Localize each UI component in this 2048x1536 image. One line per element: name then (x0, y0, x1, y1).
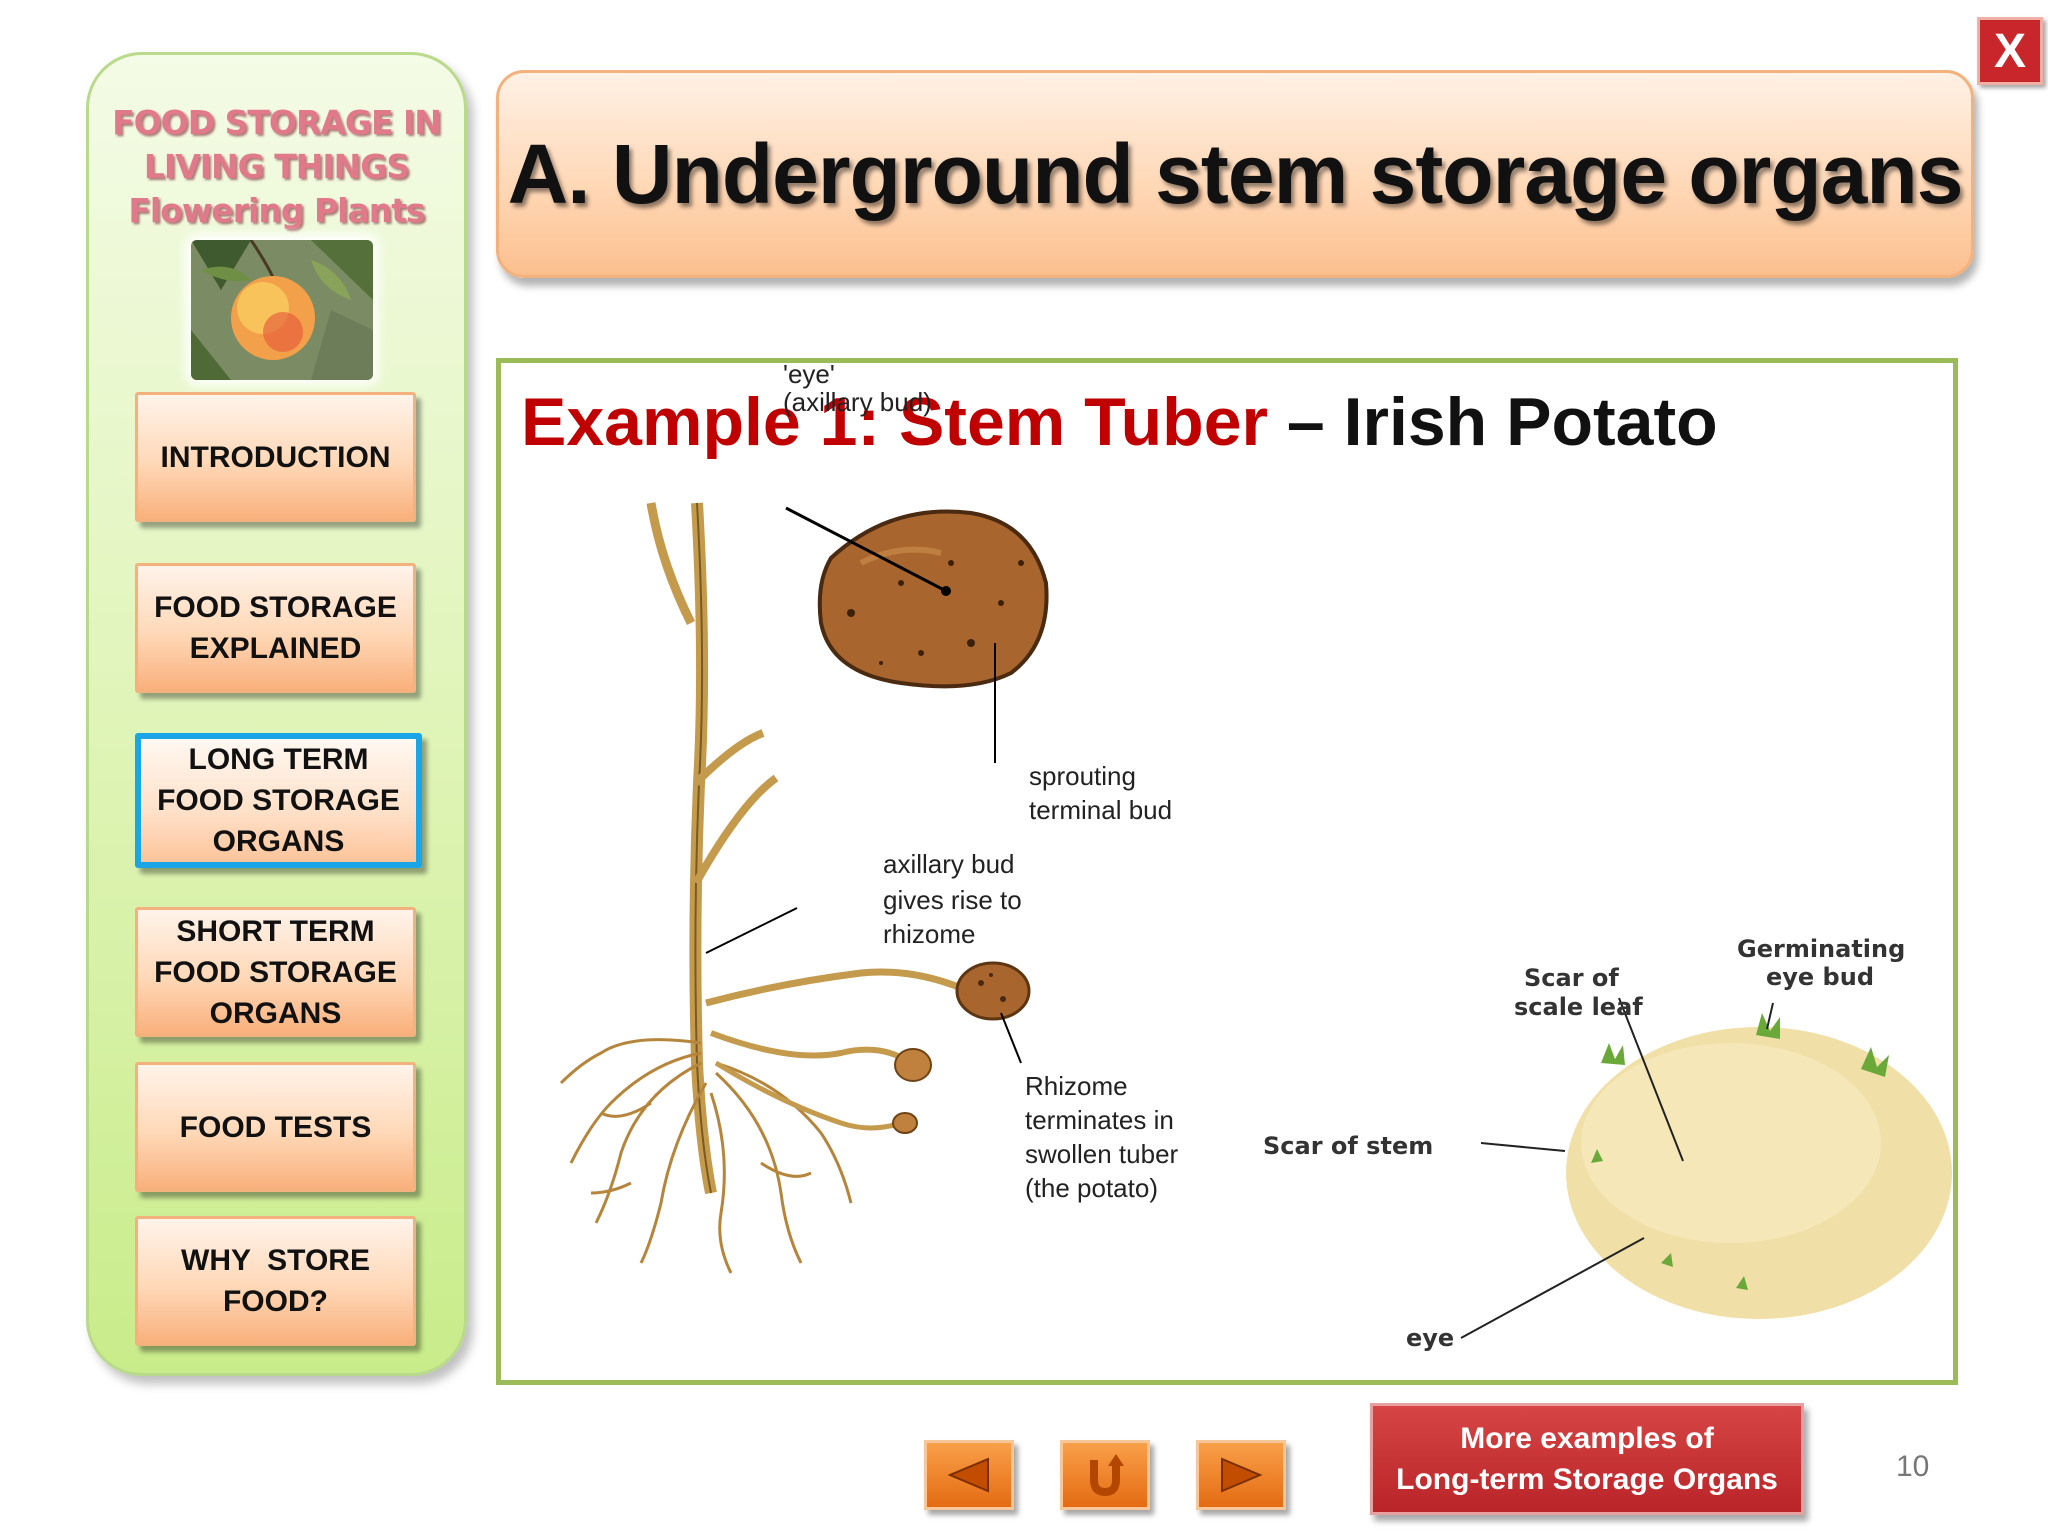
label-germinating: Germinating (1737, 935, 1905, 963)
nav-food-tests-button[interactable]: FOOD TESTS (135, 1062, 416, 1192)
label-terminal-bud: terminal bud (1029, 795, 1172, 825)
svg-text:(axillary bud): (axillary bud) (783, 387, 932, 417)
nav-food-storage-explained-button[interactable]: FOOD STORAGE EXPLAINED (135, 563, 416, 693)
nav-label: SHORT TERM (176, 914, 375, 948)
u-turn-icon (1090, 1454, 1124, 1497)
label-axillary-bud-rhizome: axillary bud (883, 849, 1015, 879)
label-axillary-bud: (axillary bud) (783, 387, 932, 417)
label-eye: 'eye' (783, 363, 835, 389)
nav-label: WHY STORE (181, 1244, 370, 1277)
label-swollen-tuber: swollen tuber (1025, 1139, 1179, 1169)
example-heading-black: – Irish Potato (1267, 384, 1718, 460)
label-sprouting: sprouting (1029, 761, 1136, 791)
page-number: 10 (1896, 1450, 1930, 1483)
nav-why-store-food-button[interactable]: WHY STORE FOOD? (135, 1216, 416, 1346)
svg-text:(the potato): (the potato) (1025, 1173, 1158, 1203)
triangle-right-icon (1221, 1457, 1263, 1493)
nav-label: EXPLAINED (189, 632, 362, 665)
potato-diagrams: 'eye' (axillary bud) sprouting terminal … (559, 363, 1952, 1352)
potato-plant-diagram: 'eye' (axillary bud) sprouting terminal … (559, 363, 1179, 1274)
page-title: A. Underground stem storage organs (507, 126, 1964, 221)
nav-label: ORGANS (209, 996, 342, 1030)
label-rhizome-terminates: Rhizome (1025, 1071, 1128, 1101)
nav-long-term-organs-button[interactable]: LONG TERM FOOD STORAGE ORGANS (135, 733, 422, 868)
svg-text:scale leaf: scale leaf (1514, 993, 1643, 1021)
svg-text:Scar of stem: Scar of stem (1263, 1132, 1433, 1160)
label-scar-of: Scar of (1524, 964, 1619, 992)
more-examples-line: Long-term Storage Organs (1396, 1463, 1778, 1496)
nav-short-term-organs-button[interactable]: SHORT TERM FOOD STORAGE ORGANS (135, 907, 416, 1037)
prev-button[interactable] (924, 1440, 1014, 1510)
svg-text:swollen tuber: swollen tuber (1025, 1139, 1179, 1169)
example-heading: Example 1: Stem Tuber – Irish Potato (521, 383, 1718, 461)
svg-text:axillary bud: axillary bud (883, 849, 1015, 879)
triangle-left-icon (947, 1457, 989, 1493)
page-title-box: A. Underground stem storage organs (496, 70, 1974, 278)
more-examples-button[interactable]: More examples of Long-term Storage Organ… (1370, 1403, 1804, 1515)
svg-text:Rhizome: Rhizome (1025, 1071, 1128, 1101)
germinating-potato-diagram: Scar of scale leaf Germinating eye bud S… (1263, 935, 1952, 1352)
nav-label: FOOD STORAGE (154, 591, 397, 624)
home-button[interactable] (1060, 1440, 1150, 1510)
nav-label: FOOD STORAGE (154, 955, 397, 989)
sidebar-title: FOOD STORAGE IN LIVING THINGS Flowering … (89, 101, 464, 233)
next-button[interactable] (1196, 1440, 1286, 1510)
svg-text:Scar of: Scar of (1524, 964, 1619, 992)
content-panel: Example 1: Stem Tuber – Irish Potato (496, 358, 1958, 1385)
svg-text:Germinating: Germinating (1737, 935, 1905, 963)
svg-text:terminates in: terminates in (1025, 1105, 1174, 1135)
svg-text:gives rise to: gives rise to (883, 885, 1022, 915)
label-scar-of-stem: Scar of stem (1263, 1132, 1433, 1160)
svg-text:'eye': 'eye' (783, 363, 835, 389)
more-examples-line: More examples of (1460, 1422, 1714, 1455)
label-eye-bud: eye bud (1766, 963, 1874, 991)
nav-label: LONG TERM (188, 743, 369, 776)
nav-introduction-button[interactable]: INTRODUCTION (135, 392, 416, 522)
svg-text:sprouting: sprouting (1029, 761, 1136, 791)
svg-text:eye: eye (1406, 1324, 1454, 1352)
label-scale-leaf: scale leaf (1514, 993, 1643, 1021)
nav-label: FOOD TESTS (179, 1110, 372, 1144)
close-icon: X (1993, 24, 2026, 78)
sidebar-title-line: LIVING THINGS (143, 147, 410, 186)
svg-text:rhizome: rhizome (883, 919, 975, 949)
close-button[interactable]: X (1977, 17, 2043, 85)
label-terminates-in: terminates in (1025, 1105, 1174, 1135)
mango-fruit-image (191, 240, 373, 380)
example-heading-red: Example 1: Stem Tuber (521, 384, 1268, 460)
nav-label: ORGANS (212, 825, 345, 858)
label-the-potato: (the potato) (1025, 1173, 1158, 1203)
label-eye: eye (1406, 1324, 1454, 1352)
svg-text:terminal bud: terminal bud (1029, 795, 1172, 825)
nav-label: FOOD? (222, 1285, 328, 1318)
sidebar-title-line: Flowering Plants (128, 191, 425, 230)
label-gives-rise: gives rise to (883, 885, 1022, 915)
nav-label: FOOD STORAGE (157, 784, 400, 817)
label-rhizome: rhizome (883, 919, 975, 949)
sidebar-title-line: FOOD STORAGE IN (112, 103, 442, 142)
nav-label: INTRODUCTION (160, 440, 391, 474)
svg-text:eye bud: eye bud (1766, 963, 1874, 991)
